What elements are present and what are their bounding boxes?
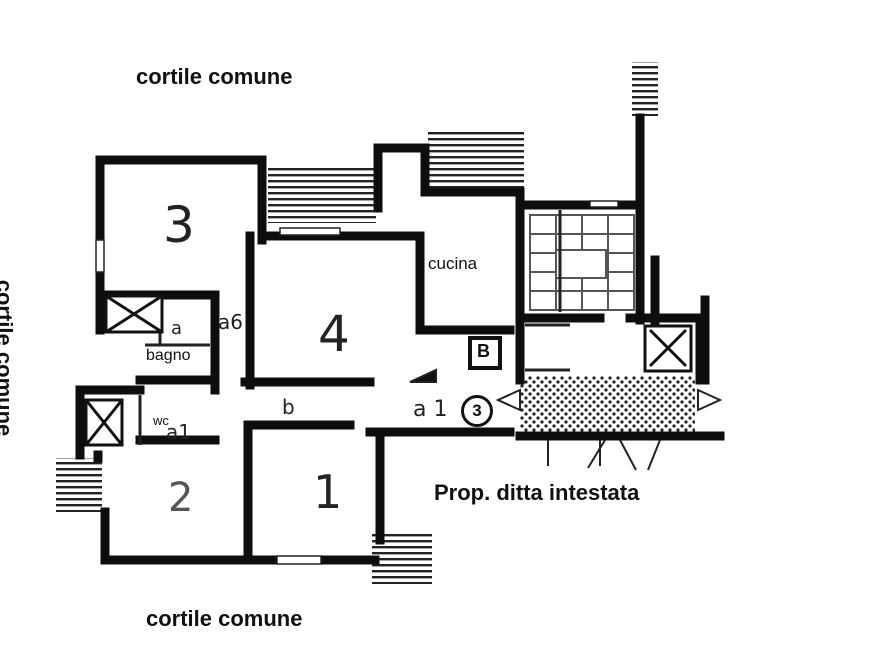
cortile-top-label: cortile comune	[136, 64, 293, 89]
cucina-label: cucina	[428, 254, 478, 273]
annotation-a1-entry: a 1	[413, 397, 448, 422]
cortile-left-label: cortile comune	[0, 279, 18, 437]
windows	[95, 200, 619, 565]
entrance-marks	[409, 368, 723, 471]
b-box-label: B	[477, 341, 490, 361]
balcony-stripes	[56, 62, 658, 584]
shaft-boxes	[84, 294, 693, 447]
stairwell	[529, 214, 635, 311]
room-number-1: 1	[313, 465, 343, 519]
annotation-a6: a6	[218, 310, 243, 334]
room-number-4: 4	[318, 305, 350, 363]
annotation-a1-wc: a1	[166, 420, 191, 444]
cortile-bottom-label: cortile comune	[146, 606, 303, 631]
annotation-b: b	[282, 395, 295, 419]
unit-number: 3	[472, 401, 482, 420]
prop-ditta-label: Prop. ditta intestata	[434, 480, 640, 505]
room-number-2: 2	[168, 475, 194, 521]
room-number-3: 3	[163, 196, 195, 254]
walls	[75, 113, 725, 565]
annotation-a: a	[171, 318, 183, 339]
thin-walls	[138, 210, 570, 445]
wc-label: wc	[153, 413, 169, 428]
bagno-label: bagno	[146, 347, 191, 364]
landing-dotted	[520, 376, 695, 434]
unit-number-circle: 3	[461, 395, 493, 427]
b-box-frame	[468, 336, 502, 370]
